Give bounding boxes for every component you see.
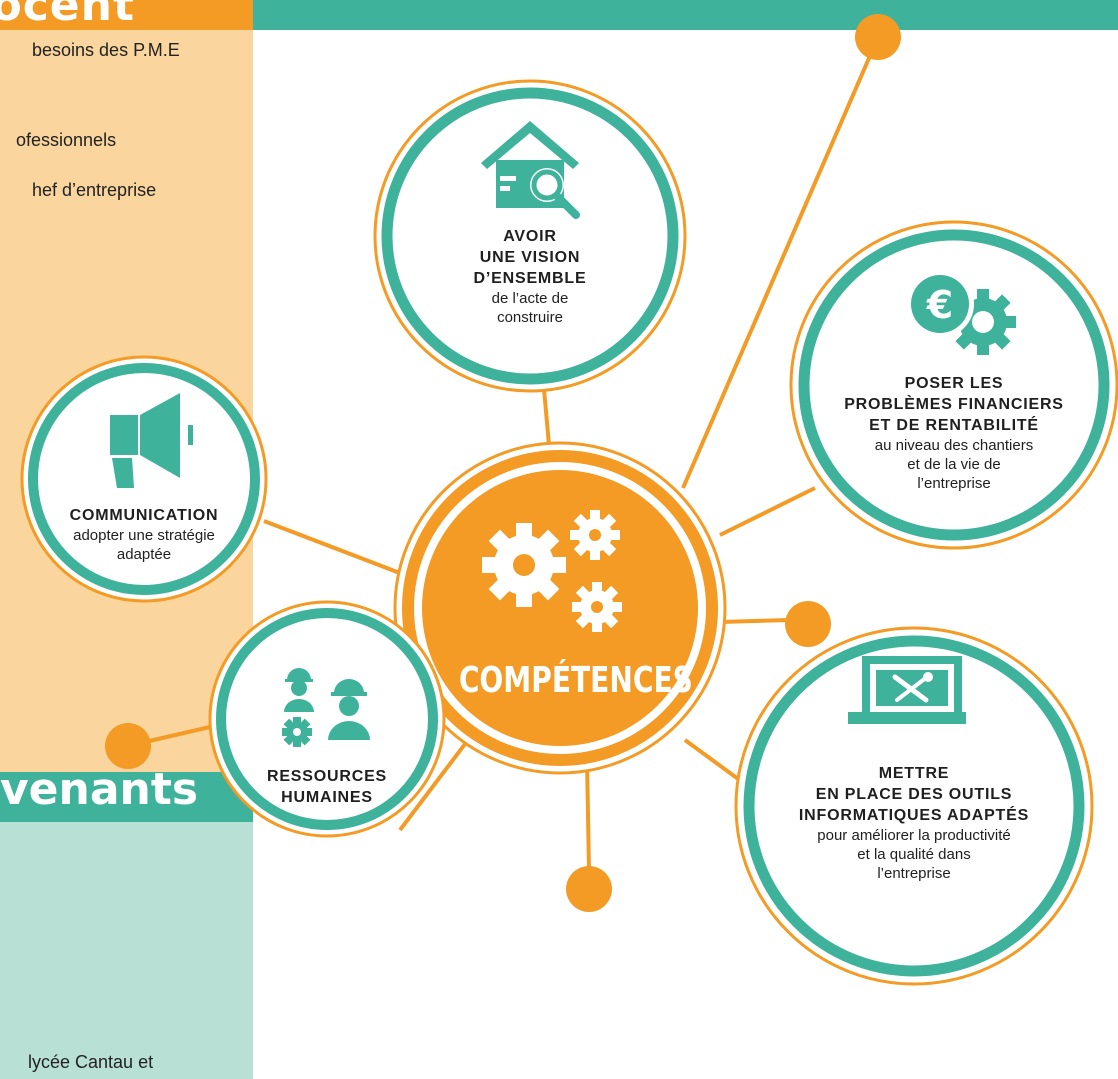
finance-subtitle-line-3: l’entreprise (917, 475, 991, 492)
finance-title-line-1: POSER LES (904, 375, 1004, 392)
euro-gear-icon: € (906, 270, 1016, 355)
node-vision-text: AVOIR UNE VISION D’ENSEMBLE de l’acte de… (430, 226, 630, 327)
node-hr-text: RESSOURCES HUMAINES (247, 766, 407, 808)
terminal-dot-left (105, 723, 151, 769)
vision-subtitle-line-2: construire (497, 309, 563, 326)
communication-subtitle-line-1: adopter une stratégie (73, 527, 215, 544)
left-text-bottom-line: lycée Cantau et (28, 1052, 154, 1072)
terminal-dot-right (785, 601, 831, 647)
finance-title-line-2: PROBLÈMES FINANCIERS (844, 396, 1064, 413)
communication-subtitle-line-2: adaptée (116, 546, 172, 563)
node-communication (20, 355, 268, 603)
computer-tools-icon (848, 656, 966, 724)
central-node (393, 441, 727, 775)
connector-vision (542, 388, 551, 446)
finance-title-line-3: ET DE RENTABILITÉ (869, 417, 1039, 434)
left-text-line-2: ofessionnels (16, 130, 117, 150)
connector-top-right (681, 34, 881, 489)
hr-title-line-2: HUMAINES (281, 789, 373, 806)
node-communication-text: COMMUNICATION adopter une stratégie adap… (44, 505, 244, 564)
it-subtitle-line-2: et la qualité dans (857, 846, 971, 863)
it-title-line-3: INFORMATIQUES ADAPTÉS (798, 807, 1030, 824)
connector-bottom-dot (585, 759, 591, 871)
node-vision (373, 79, 687, 393)
node-finance-text: POSER LES PROBLÈMES FINANCIERS ET DE REN… (829, 373, 1079, 493)
terminal-dot-bottom (566, 866, 612, 912)
vision-title-line-3: D’ENSEMBLE (473, 270, 587, 287)
communication-title: COMMUNICATION (69, 507, 219, 524)
svg-text:€: € (926, 283, 953, 327)
left-text-line-3: hef d’entreprise (32, 180, 157, 200)
connector-hr (398, 742, 467, 832)
left-text-line-1: besoins des P.M.E (32, 40, 180, 60)
top-left-header: ocent (0, 0, 253, 30)
vision-subtitle-line-1: de l’acte de (491, 290, 569, 307)
connector-finance (719, 486, 816, 537)
it-subtitle-line-1: pour améliorer la productivité (817, 827, 1011, 844)
workers-gear-icon (282, 668, 370, 747)
top-right-header-bar (253, 0, 1118, 30)
hr-title-line-1: RESSOURCES (266, 768, 388, 785)
node-finance (789, 220, 1118, 550)
it-title-line-2: EN PLACE DES OUTILS (815, 786, 1013, 803)
bottom-left-header: venants (0, 772, 253, 822)
connector-communication (263, 519, 406, 577)
it-title-line-1: METTRE (878, 765, 950, 782)
terminal-dot-top (855, 14, 901, 60)
house-search-icon (481, 121, 580, 219)
node-hr (208, 600, 446, 838)
megaphone-icon (110, 393, 193, 488)
top-left-header-text: ocent (0, 0, 135, 30)
finance-subtitle-line-2: et de la vie de (907, 456, 1001, 473)
node-it (734, 626, 1094, 986)
finance-subtitle-line-1: au niveau des chantiers (874, 437, 1034, 454)
bottom-left-header-text: venants (0, 772, 199, 815)
left-panel-teal (0, 822, 253, 1079)
it-subtitle-line-3: l’entreprise (877, 865, 951, 882)
central-label: COMPÉTENCES (458, 660, 693, 701)
vision-title-line-1: AVOIR (503, 228, 557, 245)
node-it-text: METTRE EN PLACE DES OUTILS INFORMATIQUES… (784, 763, 1044, 883)
connector-right-dot (719, 618, 791, 624)
vision-title-line-2: UNE VISION (479, 249, 581, 266)
